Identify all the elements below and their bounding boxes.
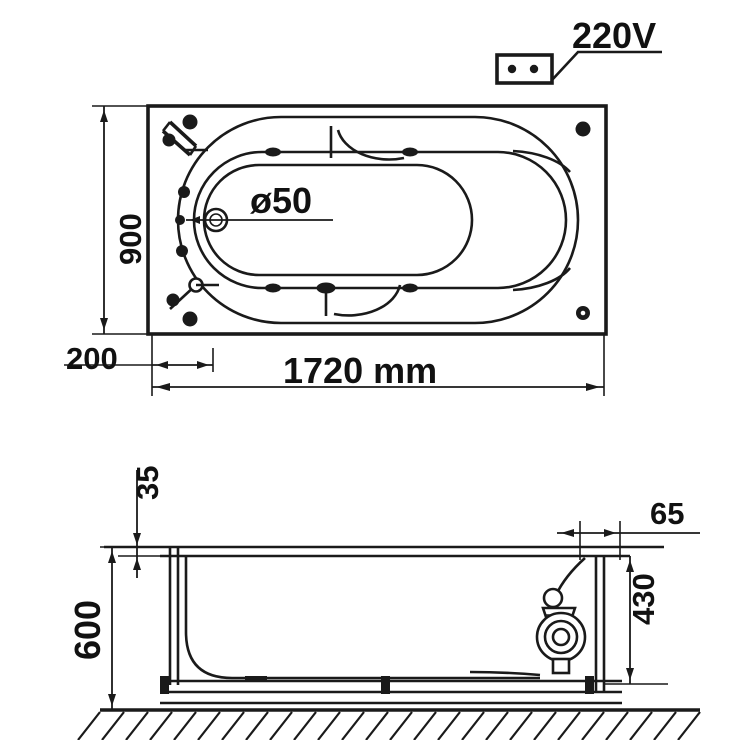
power-outlet-icon [495, 53, 554, 85]
base-clip-left [245, 676, 267, 681]
jet-left-mid-upper [178, 186, 190, 198]
dim-600-arrow-top [108, 551, 116, 563]
dim-65-label: 65 [650, 496, 684, 531]
tub-seat-arc-top [336, 129, 405, 161]
outlet-leader-line [551, 50, 662, 81]
side-elevation-view [104, 545, 664, 705]
dim-65-arrow-left [561, 529, 574, 537]
jet-bottom-1 [265, 283, 281, 293]
dim-200-label: 200 [66, 341, 118, 376]
dim-430-label: 430 [626, 573, 661, 625]
dim-600-arrow-bottom [108, 694, 116, 706]
dim-1720-label: 1720 mm [283, 350, 437, 391]
220v-outlet-group [495, 50, 662, 85]
dim-35-arrow-upper [133, 533, 141, 545]
tub-end-curve-bottom [512, 267, 572, 292]
dim-35-label: 35 [130, 466, 165, 500]
jet-bottom-2 [316, 282, 336, 294]
top-view-dimensions: 900 200 1720 mm [64, 105, 605, 396]
jet-left-upper [162, 133, 176, 147]
pump-body-inner [551, 627, 571, 647]
dim-1720-arrow-right [586, 383, 600, 391]
pump-motor-assembly [469, 557, 587, 677]
mount-point-top-right [575, 121, 591, 137]
top-view-plan: ø50 [146, 104, 608, 336]
outlet-pin-right-icon [529, 64, 539, 74]
jet-left-center [175, 215, 185, 225]
dim-1720-arrow-left [156, 383, 170, 391]
dim-430-arrow-top [626, 560, 634, 572]
jet-left-mid-lower [176, 245, 188, 257]
side-view-dimensions: 35 600 430 65 [67, 466, 700, 710]
outlet-pin-left-icon [507, 64, 517, 74]
dim-200-arrow-left [156, 361, 168, 369]
pump-body-mid [543, 619, 579, 655]
tub-end-curve-top [512, 149, 571, 173]
mount-point-bottom-left [182, 311, 198, 327]
dim-200-arrow-right [197, 361, 209, 369]
pump-hose-lower [469, 670, 541, 677]
drain-diameter-label: ø50 [250, 180, 312, 221]
jet-bottom-3 [402, 283, 418, 293]
dim-900-arrow-top [100, 110, 108, 122]
dim-65-arrow-right [604, 529, 616, 537]
hatch-strokes [77, 711, 701, 740]
dim-900-label: 900 [113, 213, 148, 265]
base-foot-center [381, 676, 390, 694]
jet-top-1 [265, 147, 281, 157]
base-foot-left [160, 676, 169, 694]
jet-top-2 [402, 147, 418, 157]
faucet-body [168, 120, 198, 148]
faucet-cap [161, 121, 172, 132]
dim-35-arrow-lower [133, 558, 141, 570]
tub-seat-arc-bottom [333, 284, 402, 317]
drain-leader-arrow [190, 216, 200, 224]
dim-430-arrow-bottom [626, 668, 634, 680]
floor-hatching [77, 708, 701, 740]
mount-point-top-left [182, 114, 198, 130]
mount-point-bottom-right-hole [580, 310, 586, 316]
faucet-fitting [161, 120, 208, 157]
dim-900-arrow-bottom [100, 318, 108, 330]
pump-elbow-joint [542, 587, 564, 609]
valve-handle [169, 277, 219, 310]
tub-inner-wall-left [184, 556, 540, 680]
voltage-label: 220V [572, 15, 656, 56]
pump-mount-base [551, 657, 571, 675]
drain-outlet [175, 207, 333, 233]
base-foot-right [585, 676, 594, 694]
dim-600-label: 600 [67, 600, 108, 660]
